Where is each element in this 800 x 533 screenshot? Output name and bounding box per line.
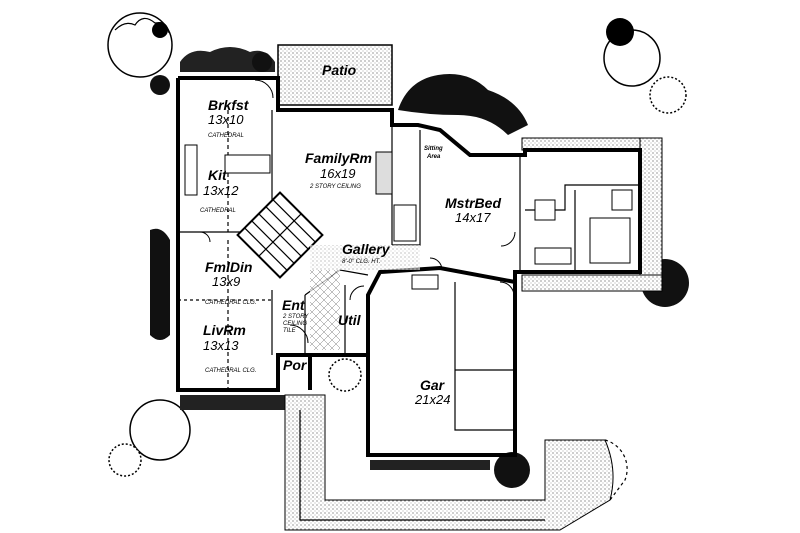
fmldin-label: FmlDin (205, 259, 252, 275)
patio-label: Patio (322, 62, 357, 78)
sitting-label-1: Sitting (424, 146, 443, 152)
ent-label: Ent (282, 297, 306, 313)
kit-dim: 13x12 (203, 183, 239, 198)
family-label: FamilyRm (305, 150, 372, 166)
gar-dim: 21x24 (414, 392, 450, 407)
livrm-label: LivRm (203, 322, 246, 338)
por-label: Por (283, 357, 308, 373)
ent-note-3: TILE (283, 328, 297, 334)
fmldin-note: CATHEDRAL CLG. (205, 300, 256, 306)
sitting-label-2: Area (426, 154, 441, 160)
fmldin-dim: 13x9 (212, 274, 240, 289)
room-labels: Brkfst 13x10 CATHEDRAL Kit 13x12 CATHEDR… (200, 97, 501, 407)
kit-label: Kit (208, 167, 228, 183)
livrm-dim: 13x13 (203, 338, 239, 353)
gar-label: Gar (420, 377, 446, 393)
exterior-walls (176, 76, 642, 457)
brkfst-dim: 13x10 (208, 112, 244, 127)
landscaping (107, 12, 689, 531)
master-label: MstrBed (445, 195, 501, 211)
livrm-note: CATHEDRAL CLG. (205, 368, 256, 374)
patio: Patio (277, 44, 393, 106)
master-dim: 14x17 (455, 210, 491, 225)
doors (199, 79, 516, 344)
brkfst-label: Brkfst (208, 97, 250, 113)
gallery-label: Gallery (342, 241, 391, 257)
family-dim: 16x19 (320, 166, 355, 181)
gallery-note: 8'-0" CLG. HT. (342, 259, 381, 265)
fixtures (184, 144, 633, 290)
brkfst-note: CATHEDRAL (208, 133, 244, 139)
util-label: Util (338, 312, 362, 328)
ent-note-1: 2 STORY (282, 314, 309, 320)
family-note: 2 STORY CEILING (309, 184, 361, 190)
ent-note-2: CEILING (283, 321, 307, 327)
staircase (236, 191, 324, 279)
kit-note: CATHEDRAL (200, 208, 236, 214)
